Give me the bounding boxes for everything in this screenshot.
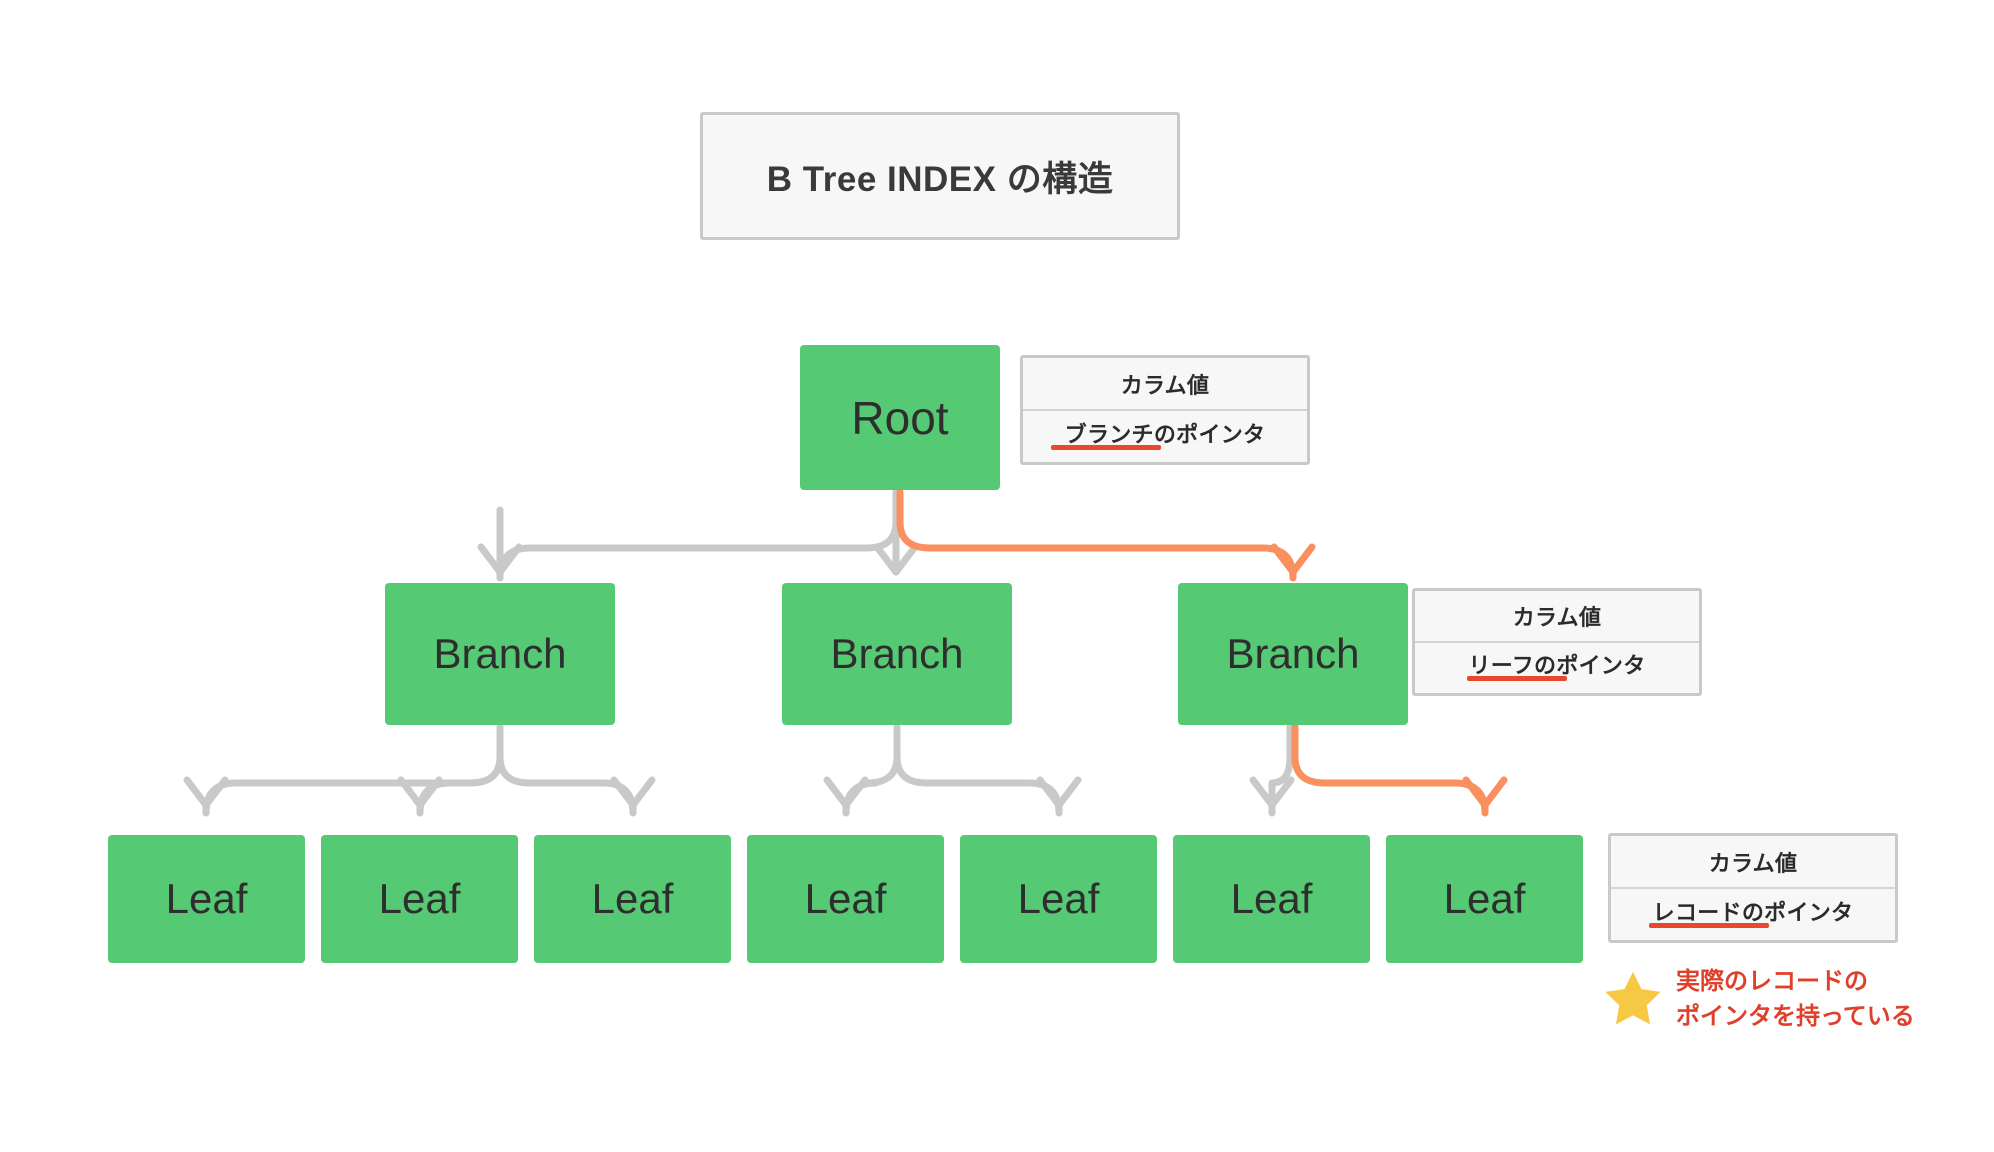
annotation-text-block: 実際のレコードの ポインタを持っている [1676,963,1915,1035]
edge-branch1-leaf1 [183,723,504,817]
node-leaf-4-label: Leaf [804,875,887,922]
legend-leaf-underline [1649,923,1769,928]
page-title: B Tree INDEX の構造 [766,159,1114,199]
node-leaf-4[interactable]: Leaf [747,835,944,963]
edge-branch2-leaf4 [823,723,901,817]
legend-branch-pointer: リーフのポインタ [1468,653,1646,678]
node-branch-2-label: Branch [830,630,964,677]
node-leaf-6-label: Leaf [1230,875,1313,922]
annotation-line-1: 実際のレコードの [1676,968,1868,995]
node-leaf-7[interactable]: Leaf [1386,835,1583,963]
legend-branch-pointer-row: リーフのポインタ [1415,643,1699,693]
legend-root-underline [1051,445,1161,450]
edge-root-branch1 [477,488,900,582]
legend-root: カラム値 ブランチのポインタ [1020,355,1310,465]
node-leaf-1[interactable]: Leaf [108,835,305,963]
edge-branch3-leaf6 [1249,723,1295,817]
diagram-title-box: B Tree INDEX の構造 [700,112,1180,240]
node-leaf-5-label: Leaf [1017,875,1100,922]
node-leaf-6[interactable]: Leaf [1173,835,1370,963]
legend-root-column-value: カラム値 [1120,372,1210,398]
record-pointer-annotation: 実際のレコードの ポインタを持っている [1602,963,1915,1035]
node-branch-1-label: Branch [433,630,567,677]
node-leaf-3-label: Leaf [591,875,674,922]
node-leaf-1-label: Leaf [165,875,248,922]
edge-branch1-leaf3 [496,723,656,817]
legend-leaf: カラム値 レコードのポインタ [1608,833,1898,943]
star-icon [1602,969,1664,1027]
node-leaf-3[interactable]: Leaf [534,835,731,963]
legend-branch-column-value-row: カラム値 [1415,591,1699,643]
legend-root-pointer: ブランチのポインタ [1064,421,1266,447]
node-branch-2[interactable]: Branch [782,583,1012,725]
node-branch-3-label: Branch [1226,630,1360,677]
edge-root-branch3 [896,488,1316,582]
legend-leaf-column-value-row: カラム値 [1611,836,1895,889]
legend-root-pointer-row: ブランチのポインタ [1023,411,1307,462]
legend-root-column-value-row: カラム値 [1023,358,1307,411]
node-root-label: Root [851,391,949,444]
legend-branch: カラム値 リーフのポインタ [1412,588,1702,696]
legend-leaf-pointer-row: レコードのポインタ [1611,889,1895,940]
legend-leaf-column-value: カラム値 [1708,850,1798,876]
edge-branch3-leaf7 [1291,723,1508,817]
node-branch-1[interactable]: Branch [385,583,615,725]
node-leaf-2-label: Leaf [378,875,461,922]
node-root[interactable]: Root [800,345,1000,490]
annotation-line-2: ポインタを持っている [1676,1002,1915,1030]
node-leaf-2[interactable]: Leaf [321,835,518,963]
node-leaf-5[interactable]: Leaf [960,835,1157,963]
edge-branch1-leaf2 [397,723,504,817]
edge-branch2-leaf5 [893,723,1082,817]
legend-leaf-pointer: レコードのポインタ [1652,899,1854,925]
node-leaf-7-label: Leaf [1443,875,1526,922]
edge-root-branch2 [873,488,919,576]
legend-branch-column-value: カラム値 [1512,605,1602,630]
node-branch-3[interactable]: Branch [1178,583,1408,725]
legend-branch-underline [1467,676,1567,681]
